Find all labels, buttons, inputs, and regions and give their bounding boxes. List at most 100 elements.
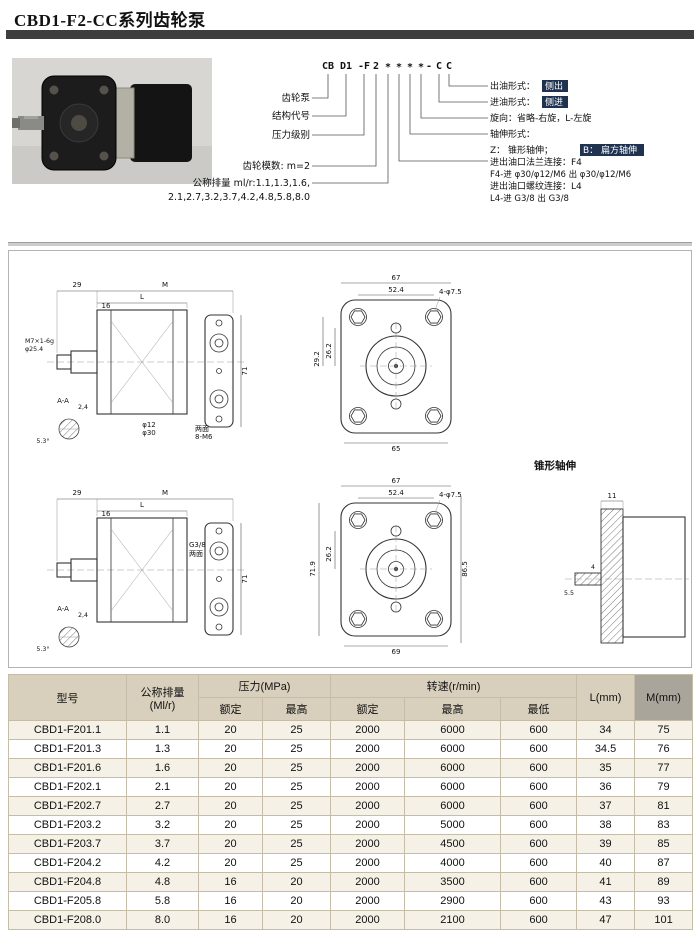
cell-l: 41: [576, 872, 636, 892]
label-thread-detail: L4-进 G3/8 出 G3/8: [490, 193, 569, 204]
dim-label: 5.5: [564, 590, 574, 597]
holes-label: 4-φ7.5: [439, 288, 462, 296]
page-title: CBD1-F2-CC系列齿轮泵: [14, 11, 206, 30]
section-divider: [8, 242, 692, 246]
table-row: CBD1-F205.8 5.8 16 20 2000 2900 600 43 9…: [8, 891, 694, 911]
code-part: *: [418, 62, 424, 73]
cell-pressure-max: 25: [261, 834, 332, 854]
cell-speed-max: 2900: [404, 891, 502, 911]
engineering-drawings: 29 M L 16 71 M7×1-6g φ25.4 φ12 φ30 两面 8-…: [25, 274, 689, 656]
highlight-inlet: [542, 96, 568, 108]
cell-pressure-max: 25: [261, 758, 332, 778]
col-header-displacement-line2: (Ml/r): [149, 699, 176, 712]
dim-label: L: [140, 501, 144, 509]
cell-speed-min: 600: [500, 891, 578, 911]
table-row: CBD1-F202.1 2.1 20 25 2000 6000 600 36 7…: [8, 777, 694, 797]
dim-label: 29: [73, 489, 82, 497]
dim-label: 16: [102, 302, 111, 310]
table-row: CBD1-F201.6 1.6 20 25 2000 6000 600 35 7…: [8, 758, 694, 778]
code-part: C: [436, 61, 442, 72]
cell-model: CBD1-F203.7: [8, 834, 127, 854]
dim-label: 71.9: [309, 561, 317, 577]
cell-l: 47: [576, 910, 636, 930]
cell-pressure-max: 25: [261, 777, 332, 797]
spec-table-header: 型号 公称排量 (Ml/r) 压力(MPa) 转速(r/min) L(mm) M…: [8, 674, 694, 721]
dim-label: 67: [392, 477, 401, 485]
col-header-l: L(mm): [576, 674, 636, 721]
dim-label: 52.4: [388, 286, 404, 294]
cell-speed-rated: 2000: [330, 777, 406, 797]
drawing-row2-side-view: 29 M L 16 71 G3/8 两面 A-A 2,4 5.3°: [36, 489, 249, 653]
dim-label: 29.2: [313, 351, 321, 367]
col-header-model: 型号: [8, 674, 127, 721]
cell-model: CBD1-F202.7: [8, 796, 127, 816]
cell-speed-min: 600: [500, 796, 578, 816]
cell-speed-max: 5000: [404, 815, 502, 835]
cell-displacement: 3.7: [126, 834, 199, 854]
cell-speed-rated: 2000: [330, 910, 406, 930]
cell-speed-max: 6000: [404, 739, 502, 759]
cell-model: CBD1-F204.8: [8, 872, 127, 892]
label-inlet: 进油形式：: [490, 96, 535, 108]
code-part: *: [385, 62, 391, 73]
cell-m: 93: [634, 891, 694, 911]
label-displacement-1: 公称排量 ml/r:1.1,1.3,1.6,: [193, 177, 310, 189]
dim-label: L: [140, 293, 144, 301]
drawing-row1-side-view: 29 M L 16 71 M7×1-6g φ25.4 φ12 φ30 两面 8-…: [25, 281, 249, 445]
drawing-row1-front-view: 67 52.4 4-φ7.5 26.2 29.2 65: [313, 274, 462, 453]
col-header-speed-max: 最高: [404, 697, 502, 721]
label-shaft-b: B： 扁方轴伸: [583, 144, 637, 156]
table-row: CBD1-F201.1 1.1 20 25 2000 6000 600 34 7…: [8, 720, 694, 740]
cell-l: 37: [576, 796, 636, 816]
cell-l: 43: [576, 891, 636, 911]
holes-label: 4-φ7.5: [439, 491, 462, 499]
code-part: -F: [358, 61, 370, 72]
cell-pressure-rated: 20: [198, 815, 263, 835]
both-faces-label: 两面: [195, 425, 209, 433]
dim-label: 26.2: [325, 546, 333, 562]
table-row: CBD1-F203.7 3.7 20 25 2000 4500 600 39 8…: [8, 834, 694, 854]
col-group-speed: 转速(r/min): [330, 674, 578, 698]
col-group-pressure: 压力(MPa): [197, 674, 332, 698]
dim-label: 2,4: [78, 404, 88, 411]
cell-speed-max: 6000: [404, 796, 502, 816]
dim-label: 2,4: [78, 612, 88, 619]
dim-label: 86.5: [461, 561, 469, 577]
cell-m: 76: [634, 739, 694, 759]
cell-m: 75: [634, 720, 694, 740]
cell-speed-max: 3500: [404, 872, 502, 892]
col-header-pressure-max: 最高: [261, 697, 332, 721]
cell-displacement: 4.2: [126, 853, 199, 873]
dim-label: 16: [102, 510, 111, 518]
label-module: 齿轮模数: m=2: [243, 160, 310, 172]
drawings-section: 29 M L 16 71 M7×1-6g φ25.4 φ12 φ30 两面 8-…: [8, 250, 692, 668]
label-gear-pump: 齿轮泵: [281, 92, 310, 104]
dim-label: M: [162, 489, 168, 497]
dim-label: 71: [241, 575, 249, 584]
cell-pressure-max: 25: [261, 720, 332, 740]
cell-displacement: 2.7: [126, 796, 199, 816]
angle-label: 5.3°: [36, 645, 49, 653]
title-underline-bar: [6, 30, 694, 39]
cell-speed-rated: 2000: [330, 872, 406, 892]
code-connector-lines: [312, 74, 488, 184]
table-row: CBD1-F202.7 2.7 20 25 2000 6000 600 37 8…: [8, 796, 694, 816]
label-displacement-2: 2.1,2.7,3.2,3.7,4.2,4.8,5.8,8.0: [168, 192, 310, 203]
label-shaft-z: Z： 锥形轴伸；: [490, 144, 553, 156]
cell-pressure-max: 20: [261, 872, 332, 892]
label-pressure: 压力级别: [272, 129, 310, 141]
cell-model: CBD1-F204.2: [8, 853, 127, 873]
table-row: CBD1-F204.2 4.2 20 25 2000 4000 600 40 8…: [8, 853, 694, 873]
label-thread: 进出油口螺纹连接：L4: [490, 180, 582, 192]
shaft-dia-label: φ25.4: [25, 346, 43, 353]
dim-label: φ12: [142, 421, 156, 429]
cell-pressure-rated: 20: [198, 777, 263, 797]
cell-pressure-max: 25: [261, 853, 332, 873]
code-right-labels: 出油形式： 侧出 进油形式： 侧进 旋向：省略-右旋，L-左旋 轴伸形式： Z：…: [490, 80, 644, 204]
cell-displacement: 5.8: [126, 891, 199, 911]
dim-label: 52.4: [388, 489, 404, 497]
cell-speed-min: 600: [500, 777, 578, 797]
cell-speed-max: 2100: [404, 910, 502, 930]
cell-speed-min: 600: [500, 739, 578, 759]
